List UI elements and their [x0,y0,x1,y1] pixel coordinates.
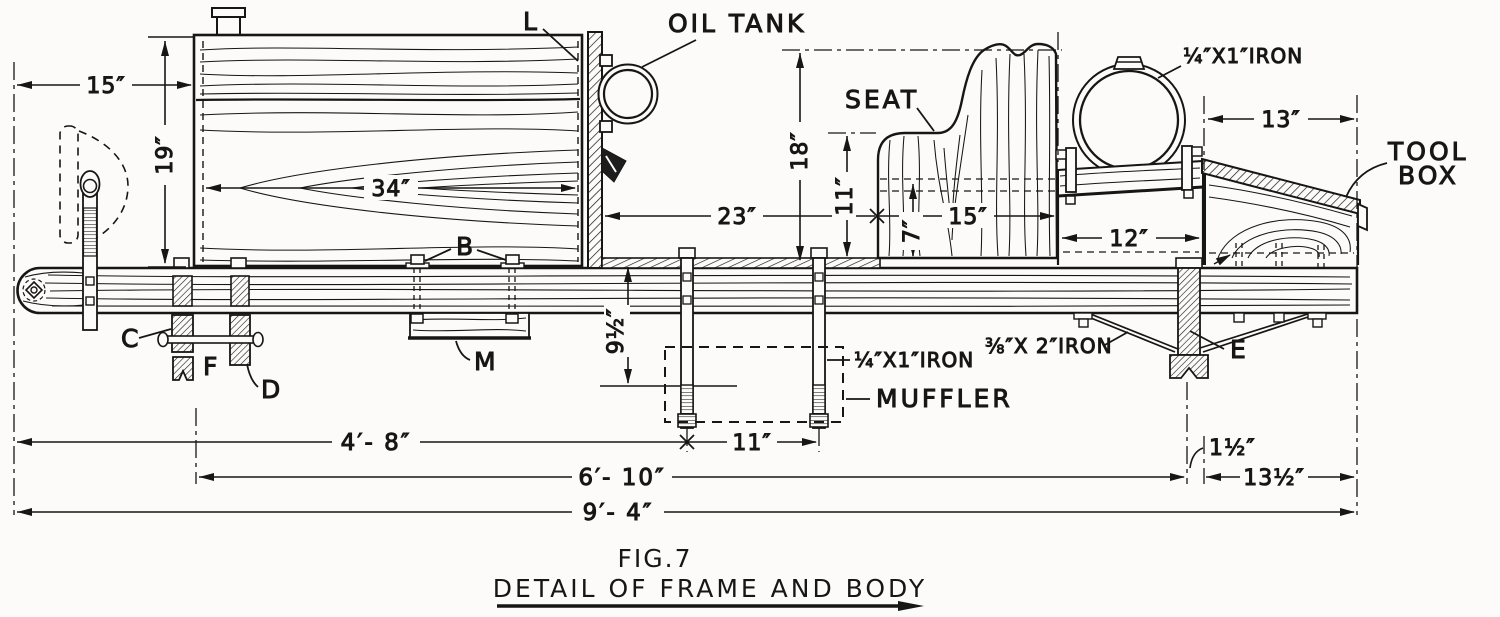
dim-7in: 7″ [900,219,925,243]
figure-number: FIG.7 [618,544,693,573]
dim-15in-seat: 15″ [948,205,987,230]
lever-phantom-outline [59,125,79,244]
body-box [192,7,584,268]
tool-box-lid [1201,157,1361,216]
footboard [601,257,881,269]
tool-box [1201,157,1368,268]
tool-box-end-face [1357,202,1368,232]
figure-caption: DETAIL OF FRAME AND BODY [493,574,927,603]
tank-filler-cap [1112,56,1146,70]
label-m: M [474,347,496,376]
post-e-foot [1169,354,1209,379]
bracket-c [171,314,194,353]
label-d: D [261,375,280,404]
dim-15in: 15″ [86,74,125,99]
label-f: F [203,352,217,381]
dim-23in: 23″ [717,205,756,230]
dim-11in-seat: 11″ [833,176,858,215]
board-seam [195,97,581,102]
label-muffler: MUFFLER [876,384,1013,413]
bracket-c-lower [172,356,194,381]
dim-9ft4in: 9′- 4″ [583,500,654,526]
dim-6ft10in: 6′- 10″ [578,465,665,491]
dim-12in: 12″ [1109,227,1148,252]
label-l: L [523,7,537,36]
dash-panel-and-oil-tank [587,31,659,269]
part-labels: L OIL TANK SEAT ¼″X1″IRON TOOL BOX B C F… [121,7,1469,414]
strap-threaded-section [82,207,98,257]
dim-34in: 34″ [371,177,410,202]
dim-13in: 13″ [1261,108,1300,133]
label-c: C [121,324,138,353]
b-bolts-and-plate-m [405,254,531,340]
label-iron-brace: ⅜″X 2″IRON [985,334,1113,358]
filler-neck [216,16,241,36]
label-iron-top: ¼″X1″IRON [1183,44,1303,68]
label-tool-box-1: TOOL [1387,137,1469,166]
front-lever-assembly [59,125,129,331]
label-seat: SEAT [845,85,919,114]
figure-title: FIG.7 DETAIL OF FRAME AND BODY [493,544,927,611]
dim-19in: 19″ [153,135,178,174]
label-tool-box-2: BOX [1398,161,1459,190]
oil-tank-body [602,68,654,120]
dash-panel [587,31,603,269]
muffler-assembly [600,247,844,429]
label-e: E [1230,335,1246,364]
rod-f [157,331,264,348]
shelf-bottom-edge [1057,185,1204,198]
strap-ear-right [1181,145,1193,191]
tool-box-bolts [1235,243,1325,268]
post-e [1177,267,1201,356]
label-oil-tank: OIL TANK [668,9,806,38]
front-axle-fittings [157,257,264,381]
dim-11in-muffler: 11″ [732,431,771,456]
muffler-outline [664,346,844,423]
strap-ear-left [1065,147,1077,193]
filler-cap [211,7,246,18]
label-iron-muffler: ¼″X1″IRON [854,348,974,372]
label-b: B [456,232,473,261]
body-wood-grain [199,46,579,262]
step-bracket [601,147,627,183]
frame-pivot-detail [22,278,46,302]
dim-4ft8in: 4′- 8″ [341,430,412,456]
tank-shelf-assembly [1055,56,1205,265]
dim-13half-in: 13½″ [1243,466,1305,491]
seat [876,42,1059,260]
dimensions: 15″ 19″ 34″ 23″ 15″ 18″ 11″ 7″ 12″ [13,32,1358,527]
tool-box-grain [1208,184,1353,259]
round-tank [1078,69,1180,171]
dim-9half-in: 9½″ [604,308,629,355]
dim-1half-in: 1½″ [1209,436,1256,461]
dim-18in: 18″ [788,131,813,170]
rear-support-e [1073,257,1327,379]
